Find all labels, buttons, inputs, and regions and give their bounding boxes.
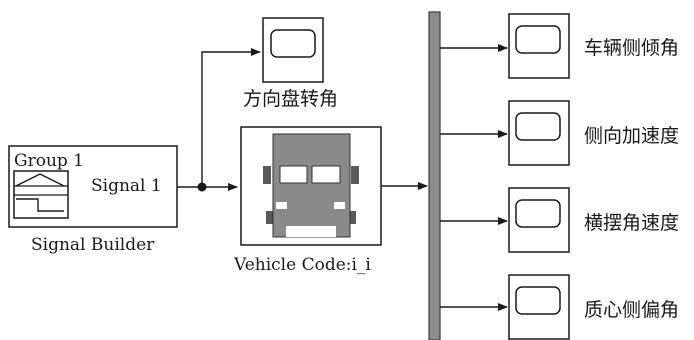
output-caption-yaw-rate: 横摆角速度 <box>584 212 679 234</box>
steering-angle-caption: 方向盘转角 <box>243 88 338 110</box>
output-caption-lateral-acceleration: 侧向加速度 <box>584 125 679 147</box>
bus-demux-bar[interactable] <box>429 12 440 340</box>
group-label: Group 1 <box>14 151 84 171</box>
signal-builder-caption: Signal Builder <box>31 235 155 255</box>
scope-roll-angle[interactable] <box>509 14 569 78</box>
vehicle-icon <box>263 134 359 237</box>
vehicle-code-caption: Vehicle Code:i_i <box>233 255 371 275</box>
output-caption-sideslip-angle: 质心侧偏角 <box>584 299 679 321</box>
vehicle-code-block[interactable] <box>241 127 381 245</box>
steering-angle-scope[interactable] <box>263 18 323 82</box>
signal-builder-block[interactable]: Group 1 Signal 1 <box>9 146 177 227</box>
scope-yaw-rate[interactable] <box>509 188 569 252</box>
output-caption-roll-angle: 车辆侧倾角 <box>584 37 679 59</box>
signal-builder-icon <box>14 171 68 218</box>
output-wires <box>440 48 507 307</box>
scope-sideslip-angle[interactable] <box>509 275 569 339</box>
signal-label: Signal 1 <box>91 176 162 196</box>
scope-lateral-acceleration[interactable] <box>509 101 569 165</box>
